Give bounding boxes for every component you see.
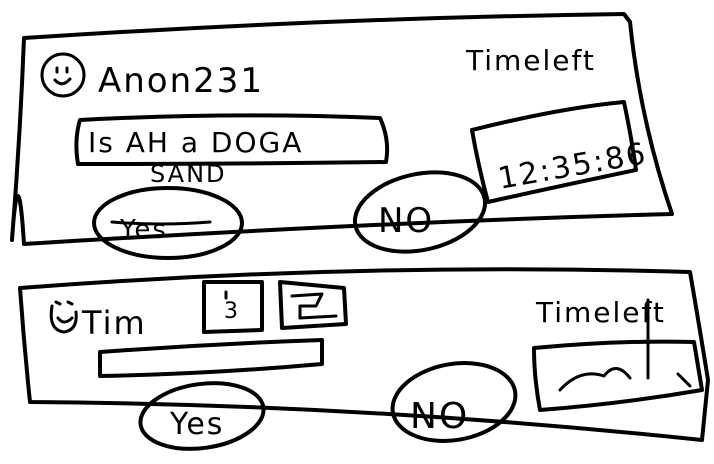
no-label-2: NO <box>410 396 469 437</box>
username-2: Tim <box>81 304 147 342</box>
card-1-border <box>10 12 674 246</box>
no-button-1[interactable] <box>354 174 486 250</box>
no-label-1: NO <box>378 201 434 241</box>
badge-2-scribble <box>290 292 338 320</box>
yes-strike-1 <box>110 220 212 226</box>
card-2-border <box>18 267 710 442</box>
no-button-2-outline <box>390 361 518 443</box>
yes-button-2[interactable] <box>140 384 264 448</box>
yes-button-1[interactable] <box>94 188 242 258</box>
question-box-1 <box>74 113 390 166</box>
time-left-label-2: Timeleft <box>535 296 666 329</box>
answer-input[interactable] <box>104 346 322 374</box>
timer-scribble-2 <box>558 298 692 392</box>
question-text-1-line2: SAND <box>150 160 227 188</box>
username-1: Anon231 <box>98 61 264 101</box>
yes-button-2-outline <box>138 381 266 451</box>
yes-label-2: Yes <box>169 407 224 442</box>
timer-box-1 <box>470 100 638 204</box>
yes-button-1-outline <box>92 186 244 260</box>
timer-value-1: 12:35:86 <box>495 136 650 197</box>
time-left-label-1: Timeleft <box>465 44 596 77</box>
question-text-1: Is AH a DOGA <box>88 126 303 159</box>
avatar-smiley-icon-1 <box>40 52 86 98</box>
no-button-2[interactable] <box>392 364 516 440</box>
badge-1 <box>202 280 264 334</box>
badge-1-value: 3 <box>224 299 240 324</box>
badge-2 <box>278 280 348 330</box>
avatar-smiley-icon-2 <box>49 300 78 334</box>
timer-box-2 <box>532 339 704 412</box>
no-button-1-outline <box>352 170 488 254</box>
yes-label-1: Yes <box>119 215 168 245</box>
